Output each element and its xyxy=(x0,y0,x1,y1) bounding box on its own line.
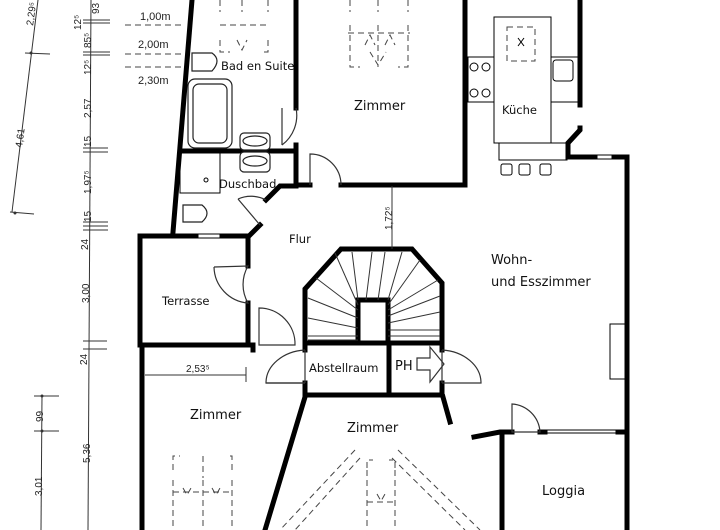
dim-label: 1,72⁵ xyxy=(384,206,395,230)
room-label-zimmer-top: Zimmer xyxy=(354,99,406,114)
skylight-windows xyxy=(172,455,233,530)
room-label-bad-en-suite: Bad en Suite xyxy=(221,59,294,73)
room-label-flur: Flur xyxy=(289,232,311,246)
kitchen-bar xyxy=(498,142,568,161)
dimension-chain-lower: 99 3,01 xyxy=(34,394,59,530)
cooktop-icon xyxy=(506,26,536,62)
skylight-windows xyxy=(219,0,269,53)
door-swing xyxy=(258,307,296,346)
fixtures xyxy=(172,0,626,530)
room-label-loggia: Loggia xyxy=(542,484,585,499)
staircase-steps xyxy=(307,251,441,341)
arrow-right-icon xyxy=(416,345,445,384)
skylight-windows xyxy=(279,449,481,530)
kitchen-sink-icon xyxy=(552,59,574,82)
dim-label: 24 xyxy=(79,353,90,365)
door-swing xyxy=(281,107,298,146)
doors xyxy=(213,107,541,433)
toilet-icon xyxy=(182,204,208,223)
room-label-zimmer-left: Zimmer xyxy=(190,408,242,423)
room-label-wohn-line2: und Esszimmer xyxy=(491,275,591,290)
dim-label: 2,57 xyxy=(83,98,94,118)
room-labels: Bad en Suite Zimmer Küche Duschbad Flur … xyxy=(161,59,591,499)
dim-label: 3,00 xyxy=(81,283,92,303)
dim-label: 15 xyxy=(83,210,94,222)
dim-label: 5,36 xyxy=(82,443,93,463)
dim-label: 4,61 xyxy=(14,127,28,148)
dim-label: 2,53⁵ xyxy=(186,364,210,375)
shower-icon xyxy=(179,152,221,194)
skylight-windows xyxy=(348,0,410,68)
room-label-abstellraum: Abstellraum xyxy=(309,361,378,375)
door-swing xyxy=(213,265,250,304)
dim-label: 2,29⁵ xyxy=(25,2,39,27)
door-swing xyxy=(237,195,267,226)
dim-label: 1,97⁵ xyxy=(83,170,94,194)
door-swing xyxy=(265,349,306,384)
ceiling-height-scale: 1,00m 2,00m 2,30m xyxy=(125,11,185,87)
dimension-chain-outer: 2,29⁵ 4,61 xyxy=(9,0,51,215)
toilet-icon xyxy=(191,52,218,72)
door-swing xyxy=(309,153,342,186)
walls xyxy=(137,0,630,530)
door-swing xyxy=(441,349,482,384)
door-swing xyxy=(511,403,541,433)
interior-dimensions: 1,72⁵ 2,53⁵ xyxy=(145,186,395,382)
room-label-ph: PH xyxy=(395,359,413,374)
dim-label: 93 xyxy=(91,2,102,14)
dim-label: 12⁵ xyxy=(73,15,84,30)
dim-label: 99 xyxy=(35,410,46,422)
dimension-chain-main: 93 12⁵ 85⁵ 12⁵ 2,57 15 1,97⁵ 15 24 3,00 … xyxy=(73,0,110,530)
room-label-kueche: Küche xyxy=(502,103,537,117)
room-label-wohn-line1: Wohn- xyxy=(491,253,533,268)
room-label-terrasse: Terrasse xyxy=(161,294,210,308)
height-label-2-30m: 2,30m xyxy=(138,75,169,87)
room-label-zimmer-center: Zimmer xyxy=(347,421,399,436)
dim-label: 24 xyxy=(80,238,91,250)
dim-label: 85⁵ xyxy=(83,33,94,48)
dim-label: 3,01 xyxy=(34,476,45,496)
dim-label: 12⁵ xyxy=(83,60,94,75)
dim-label: 15 xyxy=(83,135,94,147)
height-label-1m: 1,00m xyxy=(140,11,171,23)
room-label-duschbad: Duschbad xyxy=(219,177,276,191)
kitchen-counter xyxy=(493,16,552,144)
height-label-2m: 2,00m xyxy=(138,39,169,51)
